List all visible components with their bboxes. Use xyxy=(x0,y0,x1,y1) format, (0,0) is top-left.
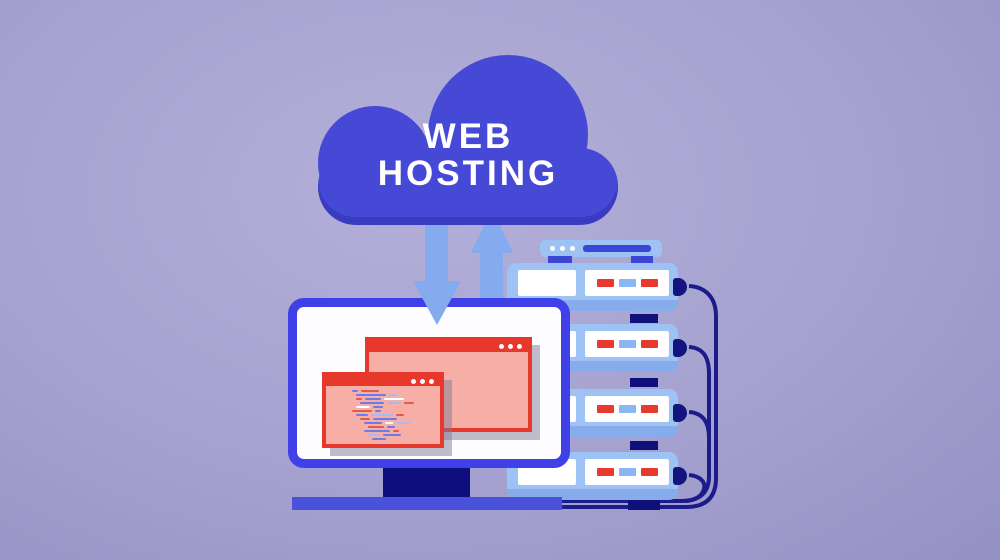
code-token xyxy=(396,414,404,416)
network-switch xyxy=(540,240,662,257)
code-token xyxy=(356,398,362,400)
server-led-lightblue xyxy=(618,279,636,287)
monitor-base xyxy=(292,497,562,510)
switch-led xyxy=(550,246,555,251)
code-token xyxy=(365,398,381,400)
server-led-panel xyxy=(585,459,669,485)
rack-spacer xyxy=(630,314,658,323)
window-control-dot xyxy=(517,344,522,349)
code-token xyxy=(384,398,404,400)
server-led-lightblue xyxy=(618,468,636,476)
code-token xyxy=(389,394,397,396)
window-control-dot xyxy=(499,344,504,349)
switch-led xyxy=(570,246,575,251)
server-led-lightblue xyxy=(618,405,636,413)
code-token xyxy=(368,426,384,428)
code-token xyxy=(385,422,393,424)
code-block xyxy=(326,386,440,440)
code-token xyxy=(361,390,379,392)
code-line xyxy=(356,414,440,416)
window-control-dot xyxy=(411,378,416,384)
cable-plug xyxy=(673,278,687,296)
monitor xyxy=(288,298,570,468)
code-line xyxy=(356,394,440,396)
switch-led xyxy=(560,246,565,251)
switch-foot xyxy=(548,256,572,263)
code-token xyxy=(364,422,382,424)
cloud-title-line2: HOSTING xyxy=(377,154,559,193)
browser-titlebar xyxy=(326,376,440,386)
code-line xyxy=(352,390,440,392)
code-token xyxy=(372,438,386,440)
code-line xyxy=(352,410,440,412)
cable-plug xyxy=(673,339,687,357)
code-token xyxy=(371,414,393,416)
monitor-screen xyxy=(297,307,561,459)
code-token xyxy=(368,434,380,436)
code-line xyxy=(368,434,440,436)
code-token xyxy=(356,394,386,396)
cloud-title: WEB HOSTING xyxy=(318,118,618,192)
rack-spacer xyxy=(630,441,658,450)
cloud-title-line1: WEB xyxy=(422,117,514,156)
server-led-red xyxy=(596,340,614,348)
code-line xyxy=(372,438,440,440)
rack-spacer xyxy=(630,378,658,387)
code-token xyxy=(383,434,401,436)
switch-leds xyxy=(550,246,575,251)
code-token xyxy=(352,390,358,392)
monitor-stand xyxy=(383,466,470,498)
server-led-panel xyxy=(585,270,669,296)
server-led-red xyxy=(640,468,658,476)
server-led-red xyxy=(640,405,658,413)
code-token xyxy=(373,418,397,420)
upload-arrow-shaft xyxy=(480,252,503,298)
code-token xyxy=(360,402,384,404)
cloud-shape: WEB HOSTING xyxy=(318,52,618,225)
switch-foot xyxy=(631,256,653,263)
code-token xyxy=(404,402,414,404)
browser-window-back xyxy=(365,337,532,432)
browser-window-front xyxy=(322,372,444,448)
window-control-dot xyxy=(508,344,513,349)
code-token xyxy=(373,406,383,408)
code-token xyxy=(356,414,368,416)
server-led-red xyxy=(640,340,658,348)
code-line xyxy=(368,426,440,428)
code-line xyxy=(364,430,440,432)
server-led-red xyxy=(596,405,614,413)
code-token xyxy=(393,430,399,432)
cable-plug xyxy=(673,467,687,485)
switch-vent-bar xyxy=(583,245,651,252)
code-token xyxy=(360,418,370,420)
server-led-red xyxy=(596,279,614,287)
code-line xyxy=(356,406,440,408)
server-led-lightblue xyxy=(618,340,636,348)
browser-titlebar xyxy=(369,341,528,352)
code-line xyxy=(364,422,440,424)
server-led-panel xyxy=(585,396,669,422)
server-led-panel xyxy=(585,331,669,357)
window-control-dot xyxy=(420,378,425,384)
code-token xyxy=(356,406,370,408)
cloud-base xyxy=(318,148,618,225)
window-control-dot xyxy=(429,378,434,384)
code-line xyxy=(356,398,440,400)
download-arrow-head xyxy=(413,281,461,325)
code-line xyxy=(360,418,440,420)
cable-plug xyxy=(673,404,687,422)
code-token xyxy=(364,430,390,432)
code-token xyxy=(375,410,381,412)
code-token xyxy=(352,410,372,412)
server-drive-panel xyxy=(518,270,576,296)
code-token xyxy=(387,426,395,428)
server-led-red xyxy=(596,468,614,476)
code-line xyxy=(360,402,440,404)
server-led-red xyxy=(640,279,658,287)
code-token xyxy=(396,422,410,424)
code-token xyxy=(387,402,401,404)
